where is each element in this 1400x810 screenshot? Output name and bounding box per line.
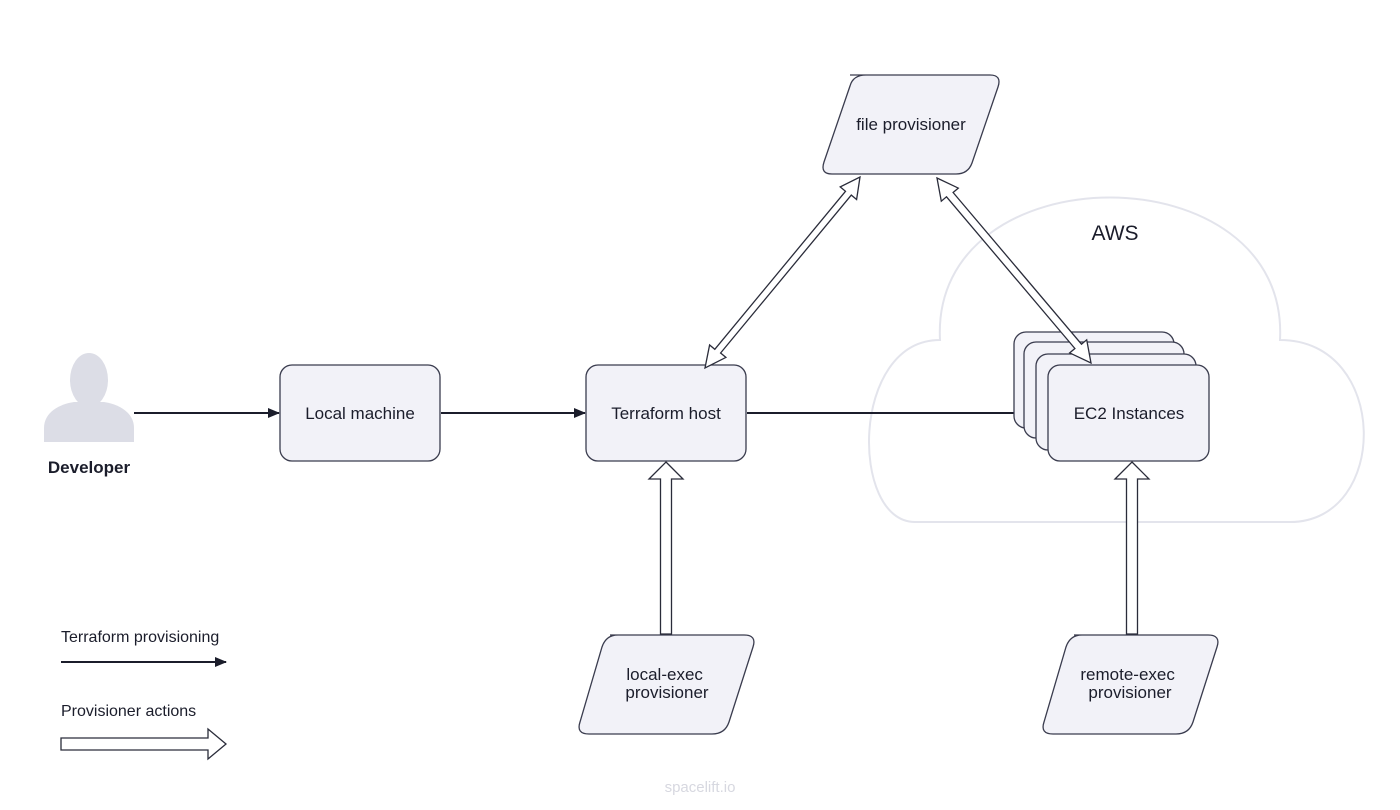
- watermark: spacelift.io: [665, 779, 736, 796]
- ec2-instances-stack: [1013, 331, 1210, 462]
- ec2-instances-label: EC2 Instances: [1074, 404, 1185, 423]
- local-machine-node: [279, 364, 441, 462]
- legend-provisioner-actions-label: Provisioner actions: [61, 703, 196, 720]
- aws-cloud-label: AWS: [1091, 222, 1138, 245]
- terraform-host-node: [585, 364, 747, 462]
- local-machine-label: Local machine: [305, 404, 415, 423]
- legend-hollow-arrow: [60, 727, 228, 761]
- person-icon: [44, 353, 134, 442]
- file-provisioner-label: file provisioner: [856, 115, 966, 134]
- terraform-host-label: Terraform host: [611, 404, 721, 423]
- remote-exec-label: remote-exec provisioner: [1080, 665, 1179, 702]
- action-arrow-terraform-file: [704, 175, 861, 370]
- legend-terraform-provisioning-label: Terraform provisioning: [61, 629, 219, 646]
- action-arrow-local-exec: [647, 461, 685, 635]
- local-exec-provisioner-node: [578, 634, 755, 735]
- local-exec-label: local-exec provisioner: [625, 665, 708, 702]
- action-arrow-file-ec2: [936, 176, 1092, 365]
- file-provisioner-node: [822, 74, 1000, 175]
- action-arrow-remote-exec: [1113, 461, 1151, 635]
- developer-label: Developer: [48, 458, 131, 477]
- ec2-instances-node: [1047, 364, 1210, 462]
- remote-exec-provisioner-node: [1042, 634, 1219, 735]
